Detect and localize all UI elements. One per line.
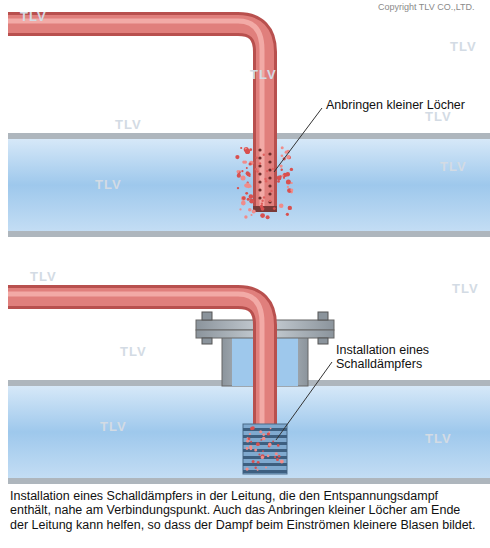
- watermark: TLV: [440, 160, 467, 175]
- main-pipe: [8, 386, 490, 478]
- watermark: TLV: [100, 420, 127, 435]
- nut: [202, 338, 212, 344]
- watermark: TLV: [450, 40, 477, 55]
- watermark: TLV: [250, 68, 277, 83]
- leader-line: [276, 362, 332, 440]
- bolt: [202, 312, 212, 320]
- pipe-end: [253, 206, 277, 212]
- silencer: [243, 424, 287, 474]
- leader-line: [274, 108, 322, 172]
- steam-pipe: [8, 21, 262, 208]
- silencer-rings: [243, 428, 287, 473]
- pipe-wall: [8, 133, 490, 237]
- small-holes: [258, 148, 271, 203]
- watermark: TLV: [30, 270, 57, 285]
- steam-pipe: [8, 24, 265, 210]
- callout-label: Installation eines Schalldämpfers: [336, 343, 466, 372]
- bolt: [318, 312, 328, 320]
- watermark: TLV: [120, 345, 147, 360]
- nut: [318, 338, 328, 344]
- watermark: TLV: [425, 432, 452, 447]
- watermark: TLV: [20, 10, 47, 25]
- watermark: TLV: [425, 110, 452, 125]
- main-pipe: [8, 139, 490, 231]
- watermark: TLV: [95, 178, 122, 193]
- steam-pipe: [8, 297, 265, 470]
- steam-pipe: [8, 24, 265, 210]
- caption: Installation eines Schalldämpfers in der…: [10, 489, 480, 532]
- steam-bubbles: [246, 426, 284, 470]
- pipe-wall: [8, 380, 490, 484]
- watermark: TLV: [452, 282, 479, 297]
- copyright: Copyright TLV CO.,LTD.: [378, 2, 475, 12]
- steam-pipe: [8, 297, 265, 470]
- watermark: TLV: [115, 118, 142, 133]
- steam-pipe: [8, 294, 262, 468]
